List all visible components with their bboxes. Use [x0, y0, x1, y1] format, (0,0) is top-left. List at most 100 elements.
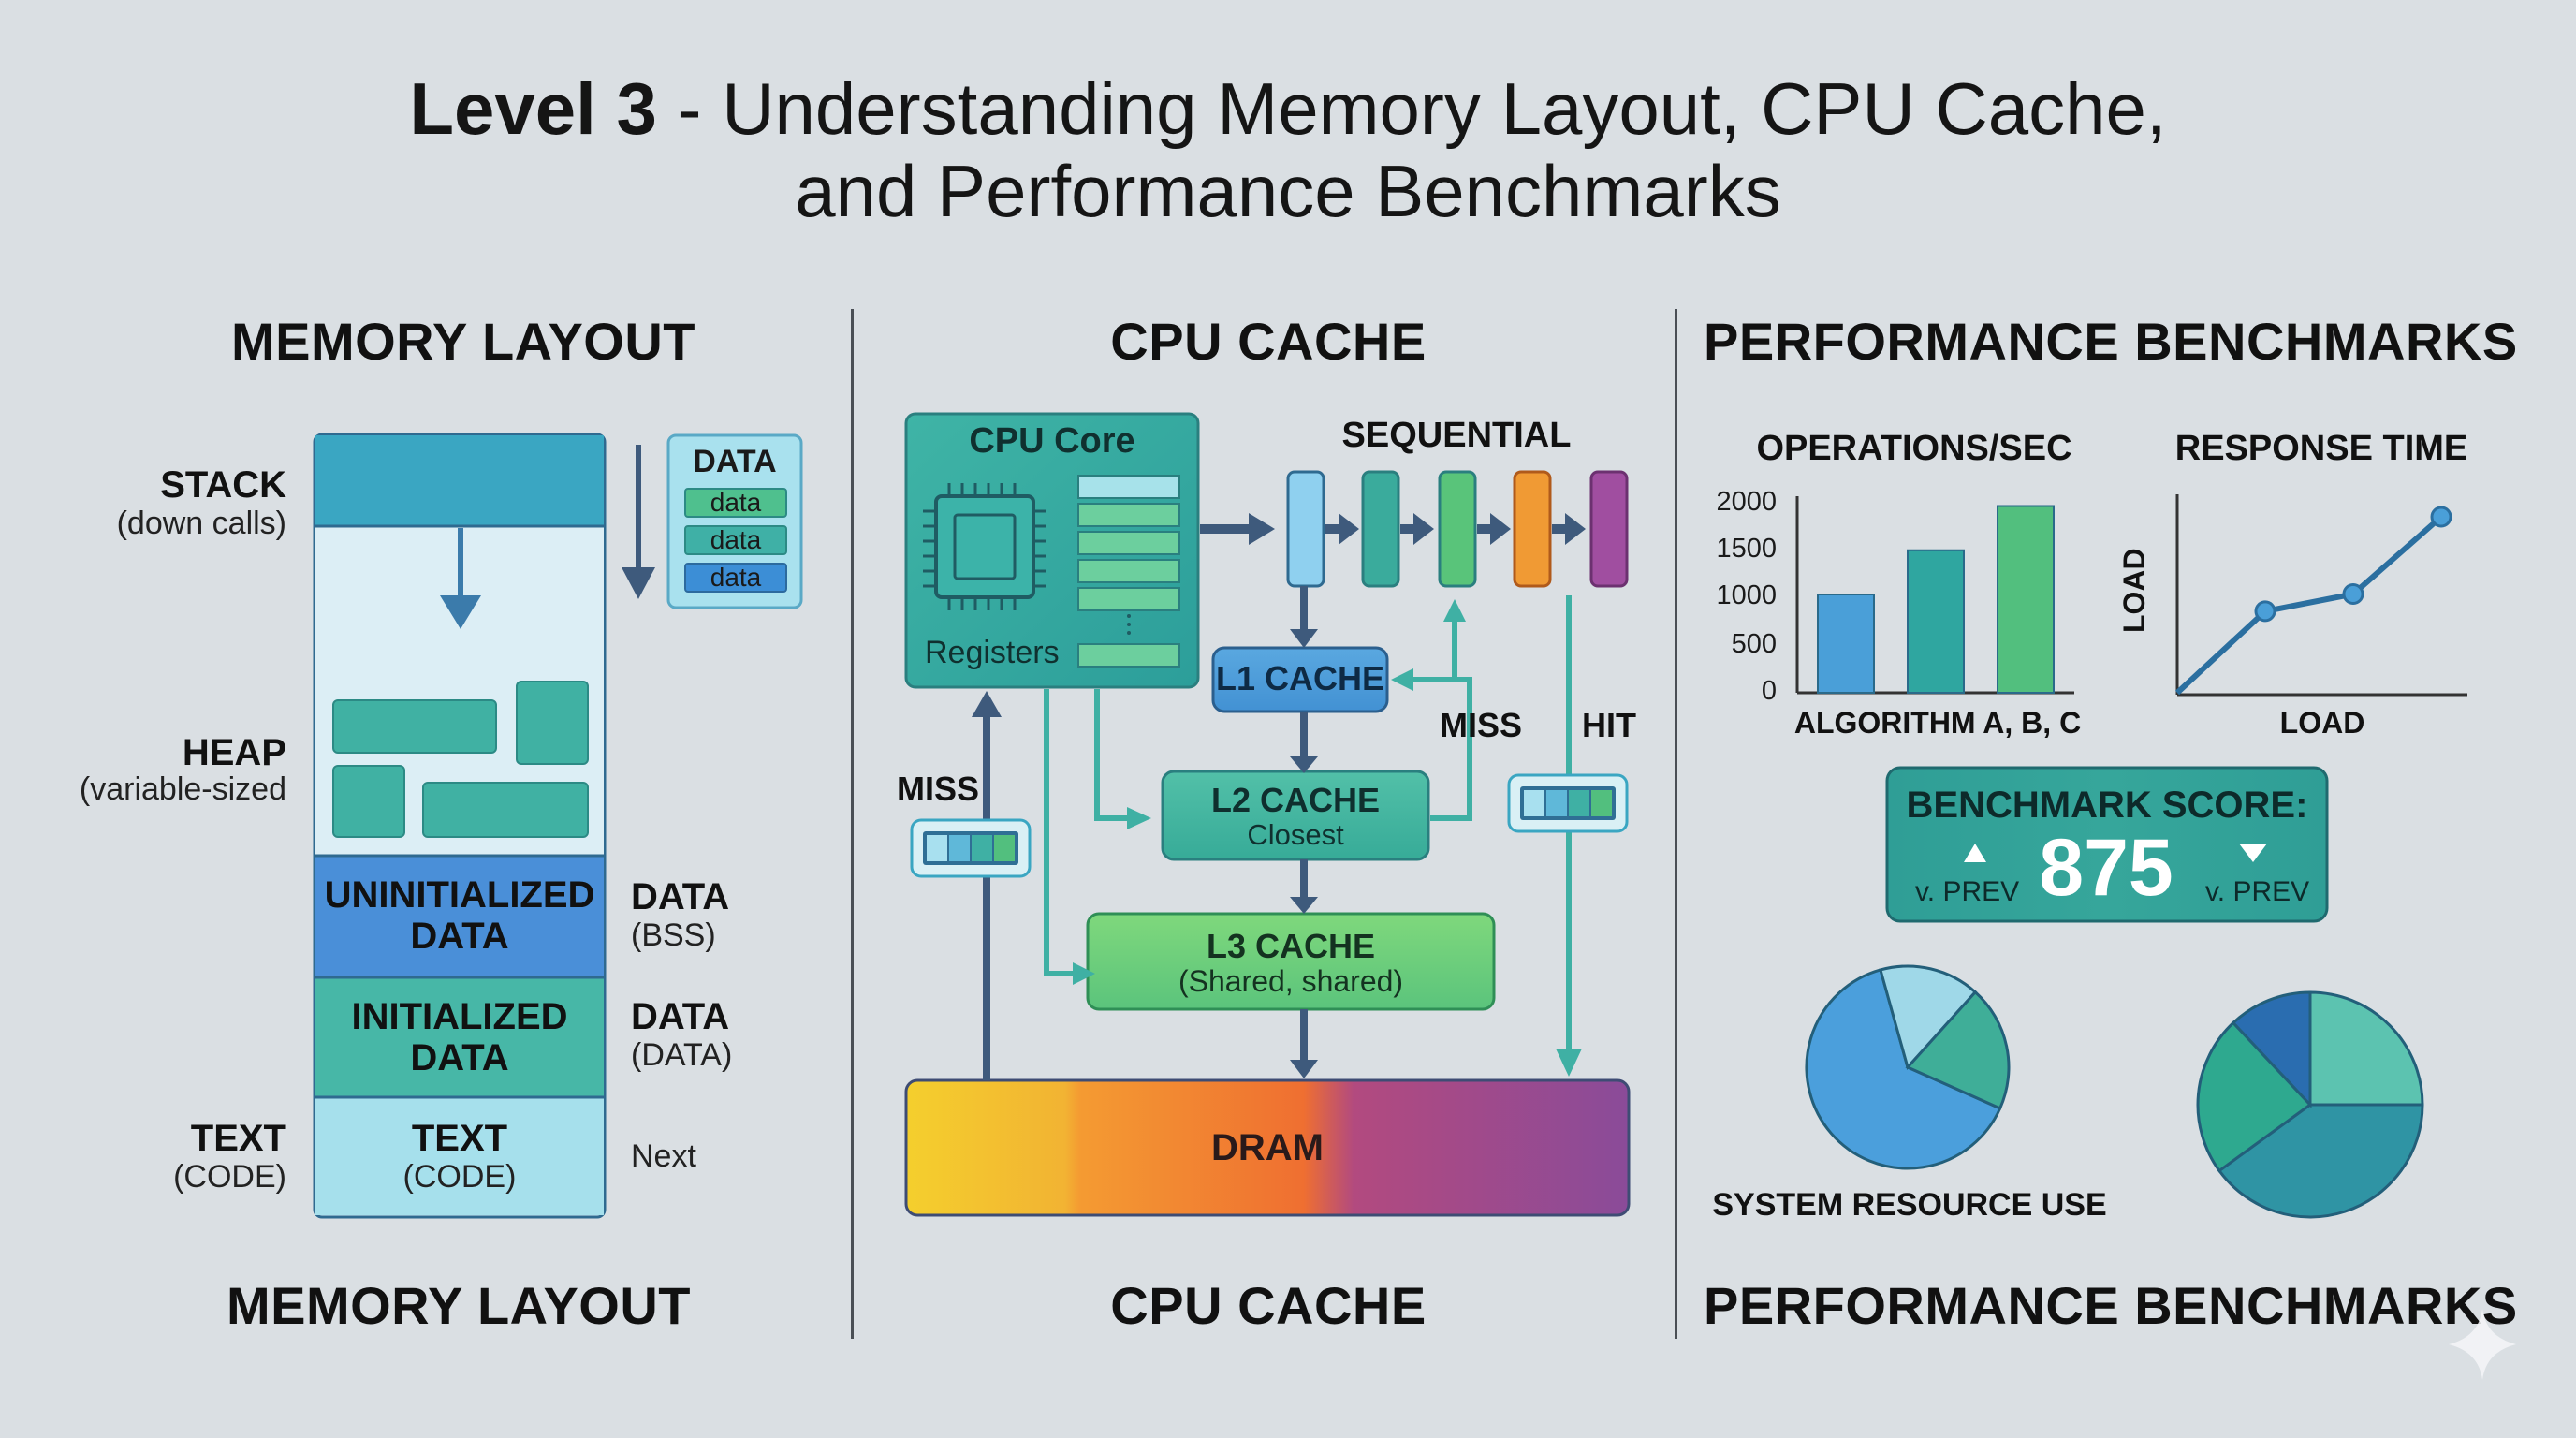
- page-title-line2: and Performance Benchmarks: [795, 150, 1781, 232]
- heap-block: [422, 782, 589, 838]
- l1-cache-label: L1 CACHE: [1215, 659, 1385, 697]
- l2-cache-sublabel: Closest: [1247, 818, 1344, 851]
- sequential-block: [1438, 470, 1477, 588]
- stack-down-arrow: [440, 595, 481, 629]
- l3-cache-label: L3 CACHE: [1206, 927, 1376, 965]
- uninitialized-data-block: [315, 856, 604, 977]
- stack-sublabel: (down calls): [116, 506, 286, 541]
- divider-left: [851, 309, 854, 1339]
- text-left-label: TEXT: [190, 1118, 286, 1159]
- chip-icon: [923, 483, 1046, 610]
- uninitialized-data-label-2: DATA: [410, 916, 509, 957]
- sequential-label: SEQUENTIAL: [1341, 416, 1572, 455]
- performance-heading: PERFORMANCE BENCHMARKS: [1704, 312, 2518, 371]
- y-tick-label: 1000: [1716, 580, 1777, 610]
- dram-label: DRAM: [1211, 1127, 1324, 1168]
- text-left-sublabel: (CODE): [173, 1159, 286, 1195]
- l2-cache-label: L2 CACHE: [1210, 781, 1381, 819]
- registers-label: Registers: [925, 635, 1060, 670]
- operations-bar-chart: [1795, 496, 2074, 695]
- bss-side-label: DATA: [631, 876, 730, 917]
- miss-left-label: MISS: [897, 770, 980, 808]
- stack-label: STACK: [160, 464, 286, 506]
- data-side-label: DATA: [631, 996, 730, 1037]
- response-line: [2174, 514, 2443, 696]
- pie-slice: [2231, 990, 2312, 1108]
- l2-cache-box: [1161, 770, 1430, 861]
- response-time-line-chart: [2174, 494, 2467, 697]
- performance-footer: PERFORMANCE BENCHMARKS: [1704, 1276, 2518, 1335]
- sequential-block: [1513, 470, 1552, 588]
- line-point: [2342, 583, 2364, 606]
- bar-B: [1907, 549, 1965, 694]
- data-item: data: [710, 525, 762, 554]
- text-code-label: TEXT: [411, 1118, 508, 1159]
- pie-slice: [2196, 1020, 2313, 1173]
- miss-right-label: MISS: [1440, 706, 1523, 744]
- data-item: data: [710, 563, 762, 592]
- prev-left-label: v. PREV: [1915, 876, 2020, 907]
- stack-block: [315, 435, 604, 526]
- registers-stack: [1077, 475, 1180, 668]
- heap-block: [332, 699, 497, 754]
- response-y-label: LOAD: [2117, 548, 2151, 633]
- page-title: Level 3 - Understanding Memory Layout, C…: [409, 67, 2167, 150]
- heap-sublabel: (variable-sized: [79, 771, 286, 807]
- operations-x-label: ALGORITHM A, B, C: [1793, 706, 2082, 740]
- operations-chart-title: OPERATIONS/SEC: [1756, 429, 2072, 468]
- prev-right-label: v. PREV: [2205, 876, 2310, 907]
- pie-slice: [2308, 990, 2424, 1107]
- arrow-down-icon: [2239, 844, 2267, 862]
- y-tick-label: 0: [1761, 676, 1777, 706]
- initialized-data-block: [315, 977, 604, 1097]
- heap-block: [516, 681, 589, 765]
- sequential-block: [1361, 470, 1400, 588]
- response-chart-title: RESPONSE TIME: [2174, 429, 2468, 468]
- l3-cache-sublabel: (Shared, shared): [1178, 964, 1404, 998]
- arrow-up-icon: [1964, 844, 1986, 862]
- line-point: [2430, 506, 2452, 528]
- benchmark-score-label: BENCHMARK SCORE:: [1906, 785, 2308, 826]
- bar-C: [1997, 505, 2055, 694]
- hit-label: HIT: [1582, 706, 1636, 744]
- sequential-block: [1286, 470, 1325, 588]
- y-tick-label: 2000: [1716, 487, 1777, 517]
- sequential-block: [1589, 470, 1629, 588]
- text-code-sublabel: (CODE): [402, 1159, 517, 1195]
- benchmark-score-panel: [1885, 766, 2329, 923]
- divider-right: [1675, 309, 1677, 1339]
- resource-pie-chart-1: [1805, 964, 2011, 1170]
- l3-cache-box: [1086, 912, 1496, 1011]
- miss-buffer-icon: [910, 818, 1032, 878]
- cpu-cache-heading: CPU CACHE: [1110, 312, 1427, 371]
- pie-slice: [1805, 968, 2002, 1170]
- uninitialized-data-label: UNINITIALIZED: [324, 874, 595, 916]
- dram-box: [904, 1078, 1631, 1217]
- data-side-sublabel: (DATA): [631, 1037, 733, 1073]
- memory-column: [313, 433, 803, 1219]
- initialized-data-label-2: DATA: [410, 1037, 509, 1078]
- initialized-data-label: INITIALIZED: [351, 996, 568, 1037]
- resource-pie-chart-2: [2196, 990, 2424, 1219]
- pie-slice: [2217, 1103, 2424, 1219]
- y-tick-label: 500: [1731, 629, 1777, 659]
- cpu-core-label: CPU Core: [969, 421, 1135, 461]
- pie-slice: [1905, 990, 2011, 1110]
- cpu-cache-diagram: [904, 412, 1631, 1217]
- bss-side-sublabel: (BSS): [631, 917, 716, 953]
- benchmark-score-value: 875: [2039, 823, 2174, 913]
- hit-buffer-icon: [1507, 773, 1629, 833]
- text-code-block: [315, 1097, 604, 1215]
- heap-block: [332, 765, 405, 838]
- system-resource-label: SYSTEM RESOURCE USE: [1712, 1187, 2107, 1223]
- bar-A: [1817, 594, 1875, 694]
- memory-layout-heading: MEMORY LAYOUT: [230, 312, 696, 371]
- cpu-cache-footer: CPU CACHE: [1110, 1276, 1427, 1335]
- sparkle-icon: [2449, 1309, 2516, 1380]
- data-box-title: DATA: [693, 444, 777, 479]
- heap-label: HEAP: [182, 732, 286, 773]
- next-label: Next: [631, 1138, 696, 1174]
- data-down-arrow: [622, 567, 655, 599]
